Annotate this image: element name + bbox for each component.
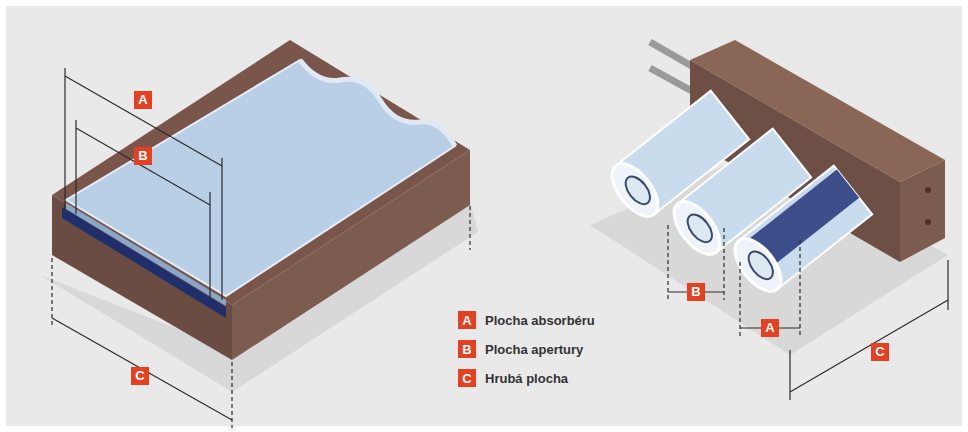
callout-letter: B	[687, 283, 705, 301]
legend-swatch: A	[458, 311, 476, 329]
background-panel	[6, 6, 962, 426]
legend-entry: A Plocha absorbéru	[458, 311, 595, 329]
callout-letter: C	[131, 367, 149, 385]
inner-tube	[744, 247, 778, 283]
inner-tube	[621, 172, 655, 208]
header-side	[900, 160, 945, 262]
tube-end	[726, 231, 789, 300]
callout-letter: A	[761, 319, 779, 337]
callout-letter: B	[134, 147, 152, 165]
legend-letter: C	[462, 371, 471, 386]
legend-swatch: C	[458, 369, 476, 387]
legend-entry: B Plocha apertury	[458, 340, 583, 358]
callout-letter: A	[134, 91, 152, 109]
legend-entry: C Hrubá plocha	[458, 369, 568, 387]
legend-text: Plocha apertury	[485, 342, 583, 357]
tube-group	[603, 91, 872, 300]
legend-text: Hrubá plocha	[485, 371, 568, 386]
legend-swatch: B	[458, 340, 476, 358]
frame-top	[52, 40, 470, 305]
inner-tube	[683, 210, 717, 246]
header-hole	[925, 187, 931, 193]
header-hole	[925, 219, 931, 225]
glass-tube	[616, 91, 749, 215]
dimension-lines	[668, 225, 948, 400]
glass-cover	[66, 60, 455, 296]
tube-end	[665, 194, 728, 263]
legend-letter: B	[462, 342, 471, 357]
tube-end	[603, 156, 666, 225]
dimension-lines	[52, 68, 470, 428]
glass-cut-edge	[300, 60, 455, 146]
legend-letter: A	[462, 313, 471, 328]
legend-text: Plocha absorbéru	[485, 313, 595, 328]
callout-letter: C	[871, 343, 889, 361]
